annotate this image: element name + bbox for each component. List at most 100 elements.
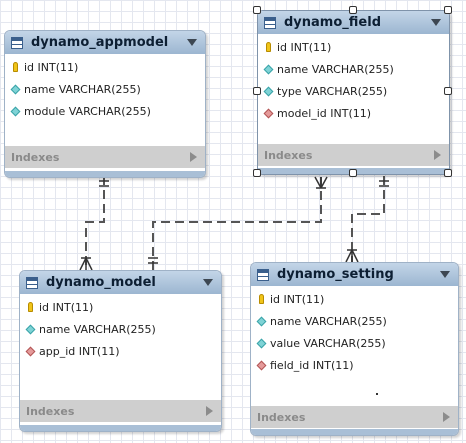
diamond-icon (255, 315, 267, 327)
chevron-down-icon[interactable] (431, 19, 441, 26)
column-row[interactable]: name VARCHAR(255) (258, 58, 449, 80)
diamond-icon (24, 323, 36, 335)
column-list: id INT(11) name VARCHAR(255) type VARCHA… (258, 34, 449, 124)
table-icon (11, 36, 23, 49)
table-title: dynamo_appmodel (31, 35, 169, 50)
column-label: name VARCHAR(255) (277, 62, 394, 76)
diamond-icon (9, 83, 21, 95)
column-row[interactable]: type VARCHAR(255) (258, 80, 449, 102)
cursor-dot (376, 393, 378, 395)
table-dynamo-field[interactable]: dynamo_field id INT(11) name VARCHAR(255… (257, 10, 450, 175)
one-marker-model (148, 257, 158, 264)
column-label: app_id INT(11) (39, 344, 120, 358)
resize-handle-top[interactable] (349, 6, 357, 14)
column-label: field_id INT(11) (270, 358, 354, 372)
column-row[interactable]: id INT(11) (258, 36, 449, 58)
indexes-section[interactable]: Indexes (20, 400, 221, 422)
table-header[interactable]: dynamo_model (20, 271, 221, 294)
table-dynamo-setting[interactable]: dynamo_setting id INT(11) name VARCHAR(2… (250, 262, 459, 436)
rel-field-setting (351, 176, 385, 262)
column-label: name VARCHAR(255) (39, 322, 156, 336)
column-label: module VARCHAR(255) (24, 104, 151, 118)
column-label: name VARCHAR(255) (270, 314, 387, 328)
diamond-icon (255, 337, 267, 349)
indexes-label: Indexes (26, 404, 75, 418)
many-marker-model (79, 257, 93, 271)
column-label: id INT(11) (24, 60, 79, 74)
resize-handle-bottom-left[interactable] (253, 169, 261, 177)
resize-handle-bottom[interactable] (349, 169, 357, 177)
table-header[interactable]: dynamo_setting (251, 263, 458, 286)
table-header[interactable]: dynamo_field (258, 11, 449, 34)
column-list: id INT(11) name VARCHAR(255) value VARCH… (251, 286, 458, 376)
column-row[interactable]: model_id INT(11) (258, 102, 449, 124)
key-icon (262, 41, 274, 53)
table-icon (26, 276, 38, 289)
diamond-icon (262, 63, 274, 75)
table-footer (20, 425, 221, 431)
triangle-right-icon[interactable] (434, 150, 441, 160)
column-label: id INT(11) (39, 300, 94, 314)
triangle-right-icon[interactable] (190, 152, 197, 162)
column-row[interactable]: app_id INT(11) (20, 340, 221, 362)
table-title: dynamo_setting (277, 267, 394, 282)
table-icon (264, 16, 276, 29)
resize-handle-top-left[interactable] (253, 6, 261, 14)
column-label: name VARCHAR(255) (24, 82, 141, 96)
table-header[interactable]: dynamo_appmodel (5, 31, 205, 54)
column-label: id INT(11) (277, 40, 332, 54)
many-marker-field (314, 176, 328, 189)
one-marker-appmodel (99, 180, 109, 187)
diamond-icon (9, 105, 21, 117)
rel-model-field (152, 176, 322, 270)
key-icon (24, 301, 36, 313)
indexes-section[interactable]: Indexes (258, 144, 449, 166)
column-row[interactable]: name VARCHAR(255) (20, 318, 221, 340)
resize-handle-right[interactable] (444, 87, 452, 95)
column-row[interactable]: name VARCHAR(255) (251, 310, 458, 332)
resize-handle-left[interactable] (253, 87, 261, 95)
indexes-section[interactable]: Indexes (251, 406, 458, 428)
table-title: dynamo_field (284, 15, 381, 30)
table-icon (257, 268, 269, 281)
indexes-label: Indexes (11, 150, 60, 164)
key-icon (255, 293, 267, 305)
column-row[interactable]: value VARCHAR(255) (251, 332, 458, 354)
chevron-down-icon[interactable] (440, 271, 450, 278)
red-diamond-icon (255, 359, 267, 371)
column-row[interactable]: field_id INT(11) (251, 354, 458, 376)
key-icon (9, 61, 21, 73)
rel-appmodel-model (85, 176, 105, 270)
triangle-right-icon[interactable] (443, 412, 450, 422)
column-row[interactable]: module VARCHAR(255) (5, 100, 205, 122)
column-row[interactable]: id INT(11) (5, 56, 205, 78)
table-dynamo-model[interactable]: dynamo_model id INT(11) name VARCHAR(255… (19, 270, 222, 432)
column-label: value VARCHAR(255) (270, 336, 386, 350)
column-label: type VARCHAR(255) (277, 84, 388, 98)
resize-handle-bottom-right[interactable] (444, 169, 452, 177)
column-label: model_id INT(11) (277, 106, 372, 120)
table-title: dynamo_model (46, 275, 156, 290)
red-diamond-icon (262, 107, 274, 119)
table-dynamo-appmodel[interactable]: dynamo_appmodel id INT(11) name VARCHAR(… (4, 30, 206, 178)
chevron-down-icon[interactable] (203, 279, 213, 286)
diamond-icon (262, 85, 274, 97)
column-label: id INT(11) (270, 292, 325, 306)
one-marker-field (379, 180, 389, 187)
column-row[interactable]: id INT(11) (251, 288, 458, 310)
resize-handle-top-right[interactable] (444, 6, 452, 14)
many-marker-setting (345, 249, 359, 263)
column-list: id INT(11) name VARCHAR(255) module VARC… (5, 54, 205, 122)
chevron-down-icon[interactable] (187, 39, 197, 46)
table-footer (5, 171, 205, 177)
column-row[interactable]: id INT(11) (20, 296, 221, 318)
column-list: id INT(11) name VARCHAR(255) app_id INT(… (20, 294, 221, 362)
red-diamond-icon (24, 345, 36, 357)
triangle-right-icon[interactable] (206, 406, 213, 416)
indexes-section[interactable]: Indexes (5, 146, 205, 168)
indexes-label: Indexes (264, 148, 313, 162)
column-row[interactable]: name VARCHAR(255) (5, 78, 205, 100)
table-footer (251, 429, 458, 435)
indexes-label: Indexes (257, 410, 306, 424)
